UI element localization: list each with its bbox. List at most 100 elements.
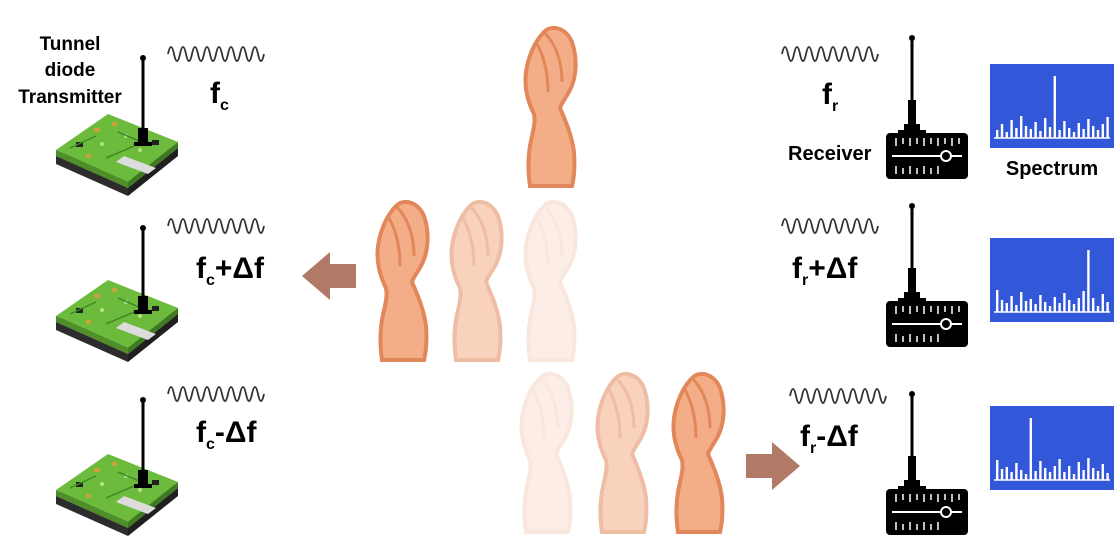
spectrum-bar <box>1068 128 1071 138</box>
arrow-icon <box>302 252 356 300</box>
hand-icon <box>523 199 578 362</box>
transmitter-label-line-3: Transmitter <box>18 87 122 108</box>
spectrum-bar <box>1092 126 1095 138</box>
spectrum-bar <box>1020 116 1023 138</box>
spectrum-bar <box>1068 300 1071 312</box>
spectrum-bar <box>1058 459 1061 480</box>
spectrum-bar <box>1034 471 1037 480</box>
tx-freq-3: fc-Δf <box>196 416 257 453</box>
spectrum-bar <box>1096 471 1100 480</box>
transmitter-label: Tunnel diode Transmitter <box>18 34 122 108</box>
spectrum-bar <box>1044 118 1047 138</box>
receiver-icon <box>884 201 970 349</box>
spectrum-bar <box>1077 123 1080 138</box>
spectrum-bar <box>1005 132 1008 138</box>
wave-icon <box>167 218 265 234</box>
spectrum-bar <box>1101 294 1104 312</box>
spectrum-peak-bar <box>1053 76 1056 138</box>
spectrum-bar <box>1082 470 1085 480</box>
hand-icon <box>519 371 574 534</box>
spectrum-bar <box>1082 129 1085 138</box>
spectrum-bar <box>1101 464 1104 480</box>
wave-icon <box>167 46 265 62</box>
spectrum-bar <box>1034 122 1037 138</box>
antenna-icon <box>134 397 152 488</box>
spectrum-bar <box>1082 291 1085 312</box>
spectrum-bar <box>1096 306 1100 312</box>
spectrum-bar <box>1077 298 1080 312</box>
spectrum-bar <box>1106 302 1109 312</box>
spectrum-bar <box>1087 119 1090 138</box>
spectrum-bar <box>1015 305 1018 312</box>
spectrum-bar <box>1010 472 1013 480</box>
spectrum-bar <box>1015 128 1018 138</box>
transmitter-1 <box>55 55 179 197</box>
spectrum-icon <box>990 406 1114 490</box>
spectrum-bar <box>1000 469 1004 480</box>
receiver-icon <box>884 389 970 537</box>
transmitter-board-icon <box>55 279 179 363</box>
spectrum-bar <box>1029 129 1032 138</box>
spectrum-icon <box>990 64 1114 148</box>
hand-icon <box>449 199 504 362</box>
spectrum-bar <box>1005 467 1008 480</box>
spectrum-bar <box>1010 296 1013 312</box>
rx-freq-2: fr+Δf <box>792 252 858 289</box>
spectrum-bar <box>1053 297 1056 312</box>
wave-icon <box>781 46 879 62</box>
spectrum-bar <box>1048 306 1052 312</box>
spectrum-bar <box>1092 298 1095 312</box>
spectrum-bar <box>996 130 999 138</box>
spectrum-bar <box>1034 304 1037 312</box>
spectrum-peak-bar <box>1087 250 1090 312</box>
spectrum-bar <box>1039 461 1042 480</box>
spectrum-bar <box>1077 462 1080 480</box>
spectrum-bar <box>1087 458 1090 480</box>
wave-icon <box>781 218 879 234</box>
spectrum-bar <box>1072 474 1076 480</box>
spectrum-bar <box>1029 299 1032 312</box>
spectrum-bar <box>1063 121 1066 138</box>
spectrum-bar <box>1005 303 1008 312</box>
spectrum-bar <box>1058 130 1061 138</box>
spectrum-bar <box>1024 126 1028 138</box>
hand-icon <box>523 25 578 189</box>
tx-freq-1: fc <box>210 77 229 114</box>
spectrum-bar <box>1096 130 1100 138</box>
spectrum-bar <box>1024 301 1028 312</box>
receiver-label: Receiver <box>788 143 872 165</box>
transmitter-label-line-2: diode <box>45 60 96 81</box>
antenna-icon <box>134 225 152 314</box>
spectrum-bar <box>1058 303 1061 312</box>
spectrum-label: Spectrum <box>1006 158 1098 180</box>
transmitter-2 <box>55 225 179 363</box>
rx-freq-3: fr-Δf <box>800 420 859 457</box>
spectrum-bar <box>1068 466 1071 480</box>
spectrum-icon <box>990 238 1114 322</box>
spectrum-bar <box>1092 468 1095 480</box>
spectrum-bar <box>1063 293 1066 312</box>
spectrum-bar <box>1000 124 1004 138</box>
spectrum-bar <box>1039 295 1042 312</box>
spectrum-bar <box>1044 468 1047 480</box>
receiver-icon <box>884 33 970 181</box>
transmitter-label-line-1: Tunnel <box>40 34 101 55</box>
transmitter-board-icon <box>55 113 179 197</box>
spectrum-bar <box>1048 127 1052 138</box>
hand-icon <box>375 199 430 362</box>
tx-freq-2: fc+Δf <box>196 252 265 289</box>
spectrum-bar <box>1101 124 1104 138</box>
hand-icon <box>671 371 726 534</box>
spectrum-bar <box>1106 473 1109 480</box>
spectrum-bar <box>1072 304 1076 312</box>
spectrum-bar <box>996 290 999 312</box>
spectrum-bar <box>1063 472 1066 480</box>
spectrum-bar <box>1024 474 1028 480</box>
spectrum-bar <box>1106 117 1109 138</box>
spectrum-bar <box>1044 302 1047 312</box>
transmitter-board-icon <box>55 453 179 537</box>
spectrum-bar <box>1015 463 1018 480</box>
wave-icon <box>167 386 265 402</box>
wave-icon <box>789 388 887 404</box>
